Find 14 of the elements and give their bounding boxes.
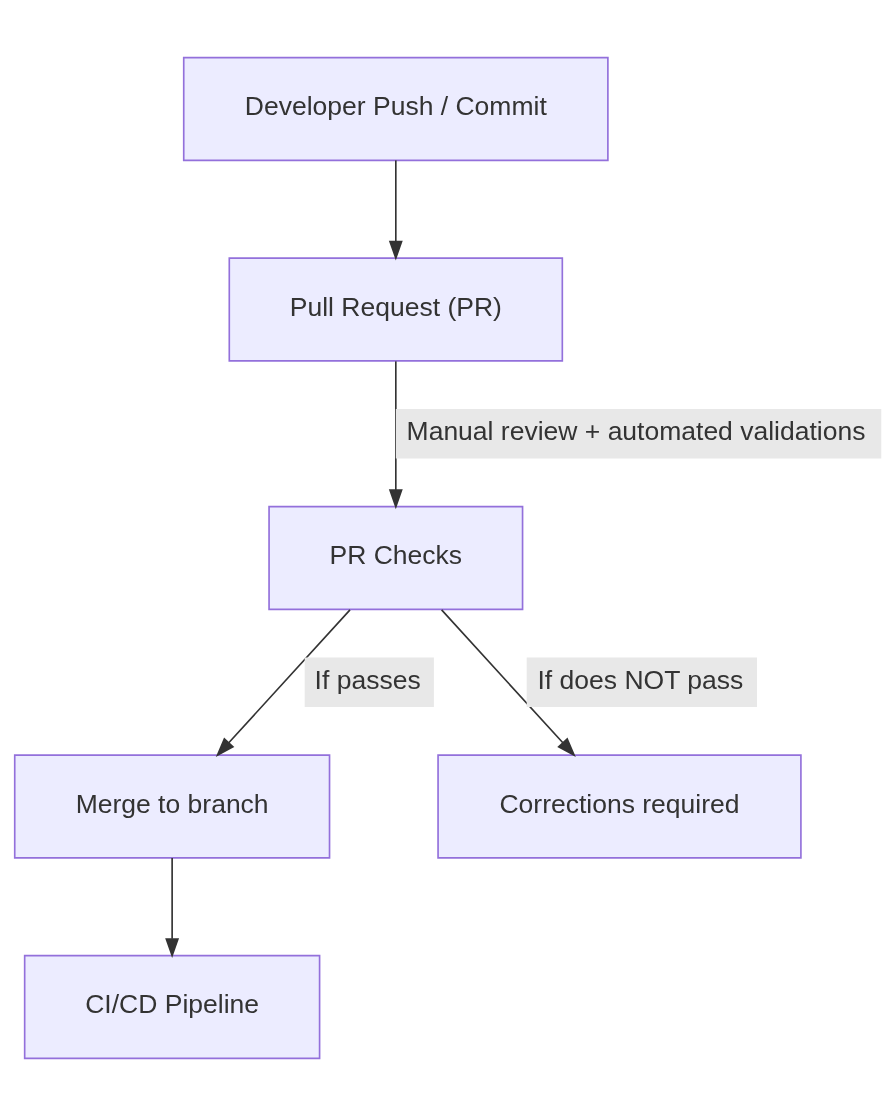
edge-label: If passes: [314, 664, 421, 695]
arrow: [215, 609, 351, 757]
arrow: [388, 159, 403, 261]
node-box: CI/CD Pipeline: [23, 954, 321, 1060]
arrow: [388, 360, 403, 510]
node-box: Pull Request (PR): [228, 257, 564, 362]
arrow: [165, 857, 180, 959]
edge-label: Manual review + automated validations: [406, 416, 866, 447]
node-box: PR Checks: [268, 505, 524, 611]
arrow: [440, 609, 576, 757]
node-box: Merge to branch: [13, 754, 331, 859]
edge-label: If does NOT pass: [537, 664, 744, 695]
node-box: Developer Push / Commit: [182, 56, 609, 162]
node-box: Corrections required: [437, 754, 802, 859]
